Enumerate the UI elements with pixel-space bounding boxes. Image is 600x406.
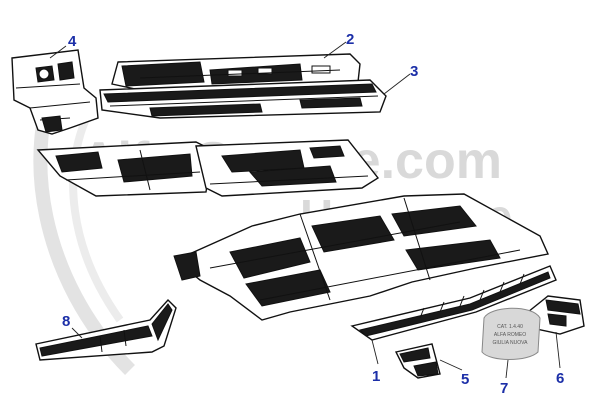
callout-2: 2 xyxy=(346,31,354,48)
main-floor-pan xyxy=(173,193,549,321)
part-5-small-bracket xyxy=(394,343,441,379)
callout-7: 7 xyxy=(500,380,508,397)
badge-line2: ALFA ROMEO xyxy=(494,332,526,338)
callout-1: 1 xyxy=(372,368,380,385)
callouts: 1 2 3 4 5 6 7 8 xyxy=(62,31,564,397)
callout-4: 4 xyxy=(68,33,77,50)
callout-6: 6 xyxy=(556,370,564,387)
part-4-wheel-arch-panel xyxy=(11,49,99,135)
rear-floor-section xyxy=(36,139,380,197)
part-3-outer-sill xyxy=(99,79,387,119)
badge-line3: GIULIA NUOVA xyxy=(493,340,529,346)
badge-line1: CAT. 1.4.40 xyxy=(497,324,523,330)
callout-5: 5 xyxy=(461,371,469,388)
part-6-mount xyxy=(527,295,585,335)
callout-8: 8 xyxy=(62,313,70,330)
part-7-badge: CAT. 1.4.40 ALFA ROMEO GIULIA NUOVA xyxy=(481,307,541,360)
part-8-bracket xyxy=(35,298,177,361)
part-1-side-sill xyxy=(350,265,557,341)
leader-lines xyxy=(49,41,561,379)
watermark-swoosh-inner xyxy=(69,108,124,323)
callout-3: 3 xyxy=(410,63,418,80)
